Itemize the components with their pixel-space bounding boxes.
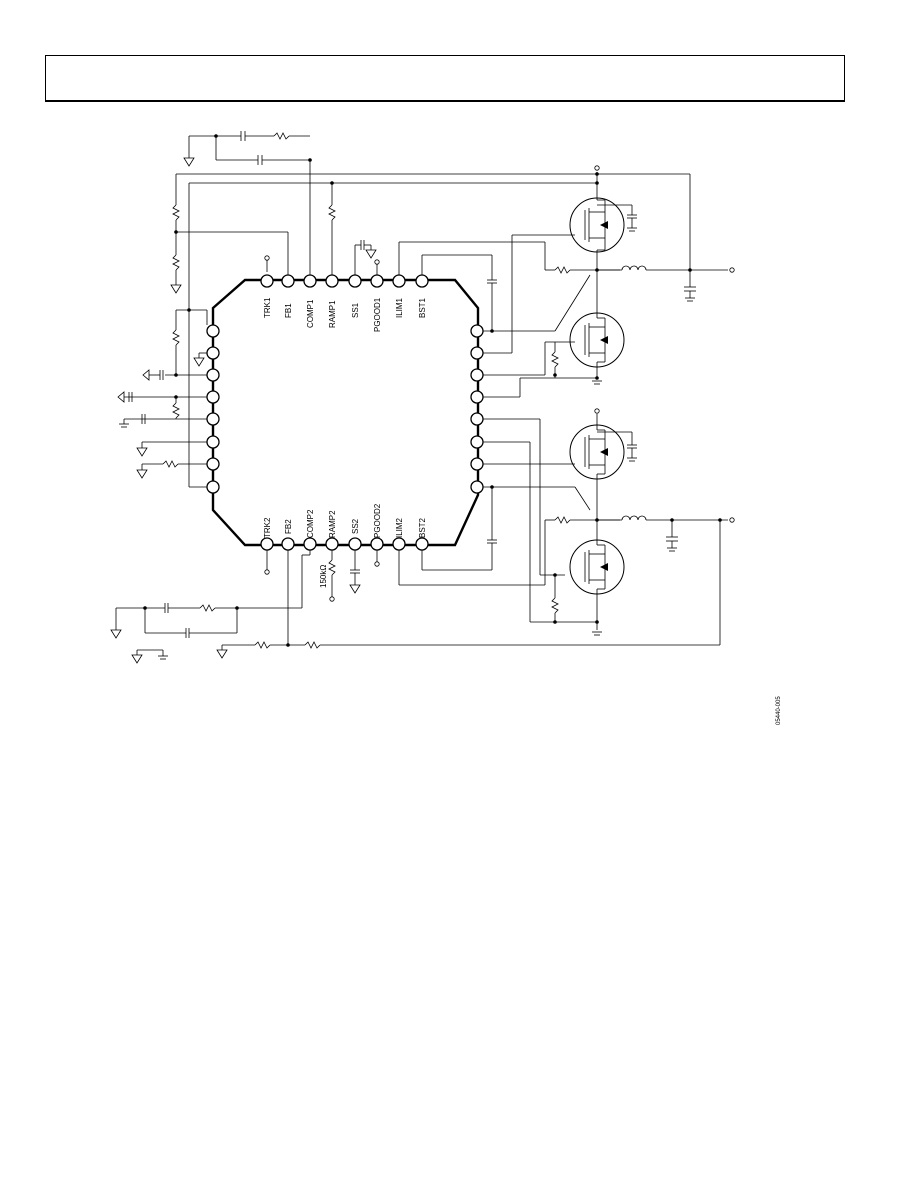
comp1-network — [183, 131, 312, 275]
label-ramp1: RAMP1 — [328, 300, 337, 328]
top-pins — [260, 255, 429, 288]
label-ramp2: RAMP2 — [328, 510, 337, 538]
mosfet-low-2 — [551, 520, 625, 636]
ramp1-network — [188, 181, 597, 310]
label-ilim2: ILIM2 — [395, 517, 404, 538]
mosfet-high-1 — [569, 165, 637, 272]
output-stage-2 — [597, 515, 735, 645]
pin-bst1 — [415, 274, 429, 288]
pin-fb2 — [281, 537, 295, 551]
label-trk2: TRK2 — [263, 517, 272, 538]
label-ss1: SS1 — [351, 302, 360, 318]
channel1-wiring — [398, 234, 620, 398]
pin-pgood2 — [370, 537, 384, 551]
label-ss2: SS2 — [351, 518, 360, 534]
bottom-pin-labels: TRK2 FB2 COMP2 RAMP2 SS2 PGOOD2 ILIM2 BS… — [263, 503, 427, 588]
pin-pgood1 — [370, 274, 384, 288]
label-pgood1: PGOOD1 — [373, 297, 382, 332]
label-fb2: FB2 — [284, 519, 293, 534]
label-bst2: BST2 — [418, 517, 427, 538]
pin-ss1 — [348, 274, 362, 288]
mosfet-low-1 — [551, 270, 625, 385]
pin-trk2 — [260, 537, 274, 551]
pin-ilim2 — [392, 537, 406, 551]
label-trk1: TRK1 — [263, 297, 272, 318]
left-pins — [206, 324, 220, 494]
pin-comp2 — [303, 537, 317, 551]
pin-ilim1 — [392, 274, 406, 288]
pin-fb1 — [281, 274, 295, 288]
pin-trk1 — [260, 274, 274, 288]
label-comp1: COMP1 — [306, 299, 315, 328]
output-stage-1 — [597, 265, 735, 302]
label-ramp2-resistor: 150kΩ — [319, 565, 328, 588]
label-pgood2: PGOOD2 — [373, 503, 382, 538]
label-fb1: FB1 — [284, 303, 293, 318]
figure-code: 05440-005 — [776, 696, 782, 725]
pin-comp1 — [303, 274, 317, 288]
pin-ss2 — [348, 537, 362, 551]
pin-bst2 — [415, 537, 429, 551]
pin-ramp2 — [325, 537, 339, 551]
label-bst1: BST1 — [418, 297, 427, 318]
channel2-wiring — [398, 418, 620, 623]
controller-ic-outline — [211, 278, 480, 547]
mosfet-high-2 — [569, 408, 637, 522]
label-ilim1: ILIM1 — [395, 297, 404, 318]
fb1-divider — [170, 173, 691, 294]
top-pin-labels: TRK1 FB1 COMP1 RAMP1 SS1 PGOOD1 ILIM1 BS… — [263, 297, 427, 332]
bottom-components — [237, 550, 380, 647]
pin-ramp1 — [325, 274, 339, 288]
page-header-box — [45, 55, 845, 102]
comp2-network — [110, 603, 720, 664]
label-comp2: COMP2 — [306, 509, 315, 538]
right-pins — [470, 324, 484, 494]
left-side-components — [117, 308, 208, 488]
